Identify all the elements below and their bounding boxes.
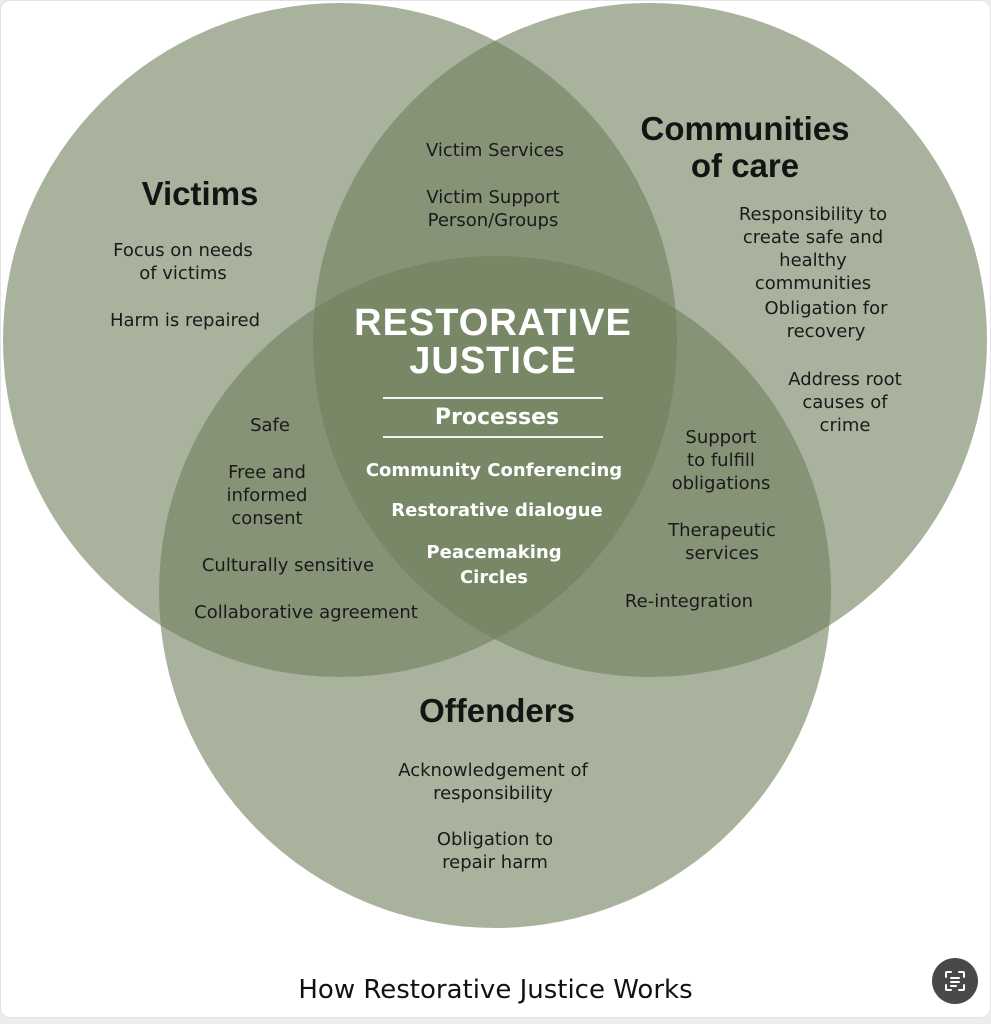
communities-offenders-item: Re-integration	[624, 591, 754, 612]
center-process-item: Peacemaking Circles	[426, 542, 562, 588]
center-subtitle: Processes	[434, 405, 560, 430]
victims-offenders-item: Collaborative agreement	[194, 602, 418, 623]
communities-item: Responsibility to create safe and health…	[738, 204, 888, 294]
victims-item: Harm is repaired	[109, 310, 261, 331]
center-process-item: Restorative dialogue	[391, 500, 603, 521]
communities-offenders-item: Therapeutic services	[668, 520, 776, 564]
offenders-item: Obligation to repair harm	[436, 829, 554, 873]
communities-offenders-item: Support to fulfill obligations	[671, 427, 771, 494]
center-bottom-rule	[383, 436, 603, 438]
center-top-rule	[383, 397, 603, 399]
communities-item: Address root causes of crime	[788, 369, 902, 436]
offenders-title: Offenders	[419, 692, 575, 729]
center-process-item: Community Conferencing	[365, 460, 623, 481]
victims-communities-item: Victim Support Person/Groups	[426, 187, 560, 231]
text-scan-button[interactable]	[932, 958, 978, 1004]
diagram-caption: How Restorative Justice Works	[298, 975, 693, 1005]
victims-title: Victims	[141, 175, 259, 212]
center-title: RESTORATIVE JUSTICE	[354, 302, 632, 382]
victims-offenders-item: Safe	[250, 415, 290, 436]
communities-item: Obligation for recovery	[764, 298, 888, 342]
victims-item: Focus on needs of victims	[113, 240, 253, 284]
offenders-circle	[159, 256, 831, 928]
communities-title: Communities of care	[640, 110, 850, 184]
offenders-item: Acknowledgement of responsibility	[398, 760, 588, 804]
victims-offenders-item: Culturally sensitive	[201, 555, 375, 576]
text-scan-icon	[945, 971, 965, 991]
victims-communities-item: Victim Services	[425, 140, 565, 161]
victims-offenders-item: Free and informed consent	[226, 462, 308, 529]
